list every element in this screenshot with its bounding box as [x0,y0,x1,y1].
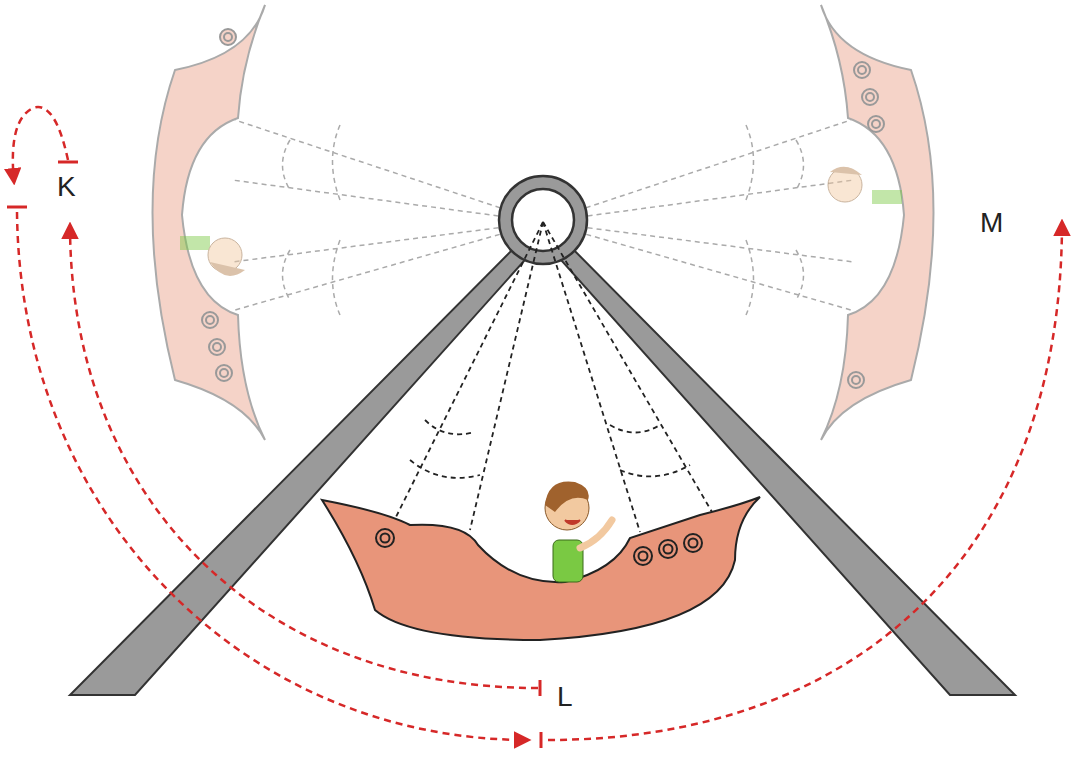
hub [499,176,587,264]
position-tick [7,162,541,748]
portholes-ghost [202,29,884,388]
ghost-ship-right [543,5,934,440]
motion-path [13,107,1062,740]
ropes [392,222,712,532]
ghost-ship-left [153,5,544,440]
position-label: M [980,208,1003,238]
pirate-ship [322,497,760,640]
ghost-rider [180,167,902,276]
position-label: L [557,682,573,712]
portholes [376,529,702,565]
position-label: K [57,172,76,202]
rider [545,481,612,582]
